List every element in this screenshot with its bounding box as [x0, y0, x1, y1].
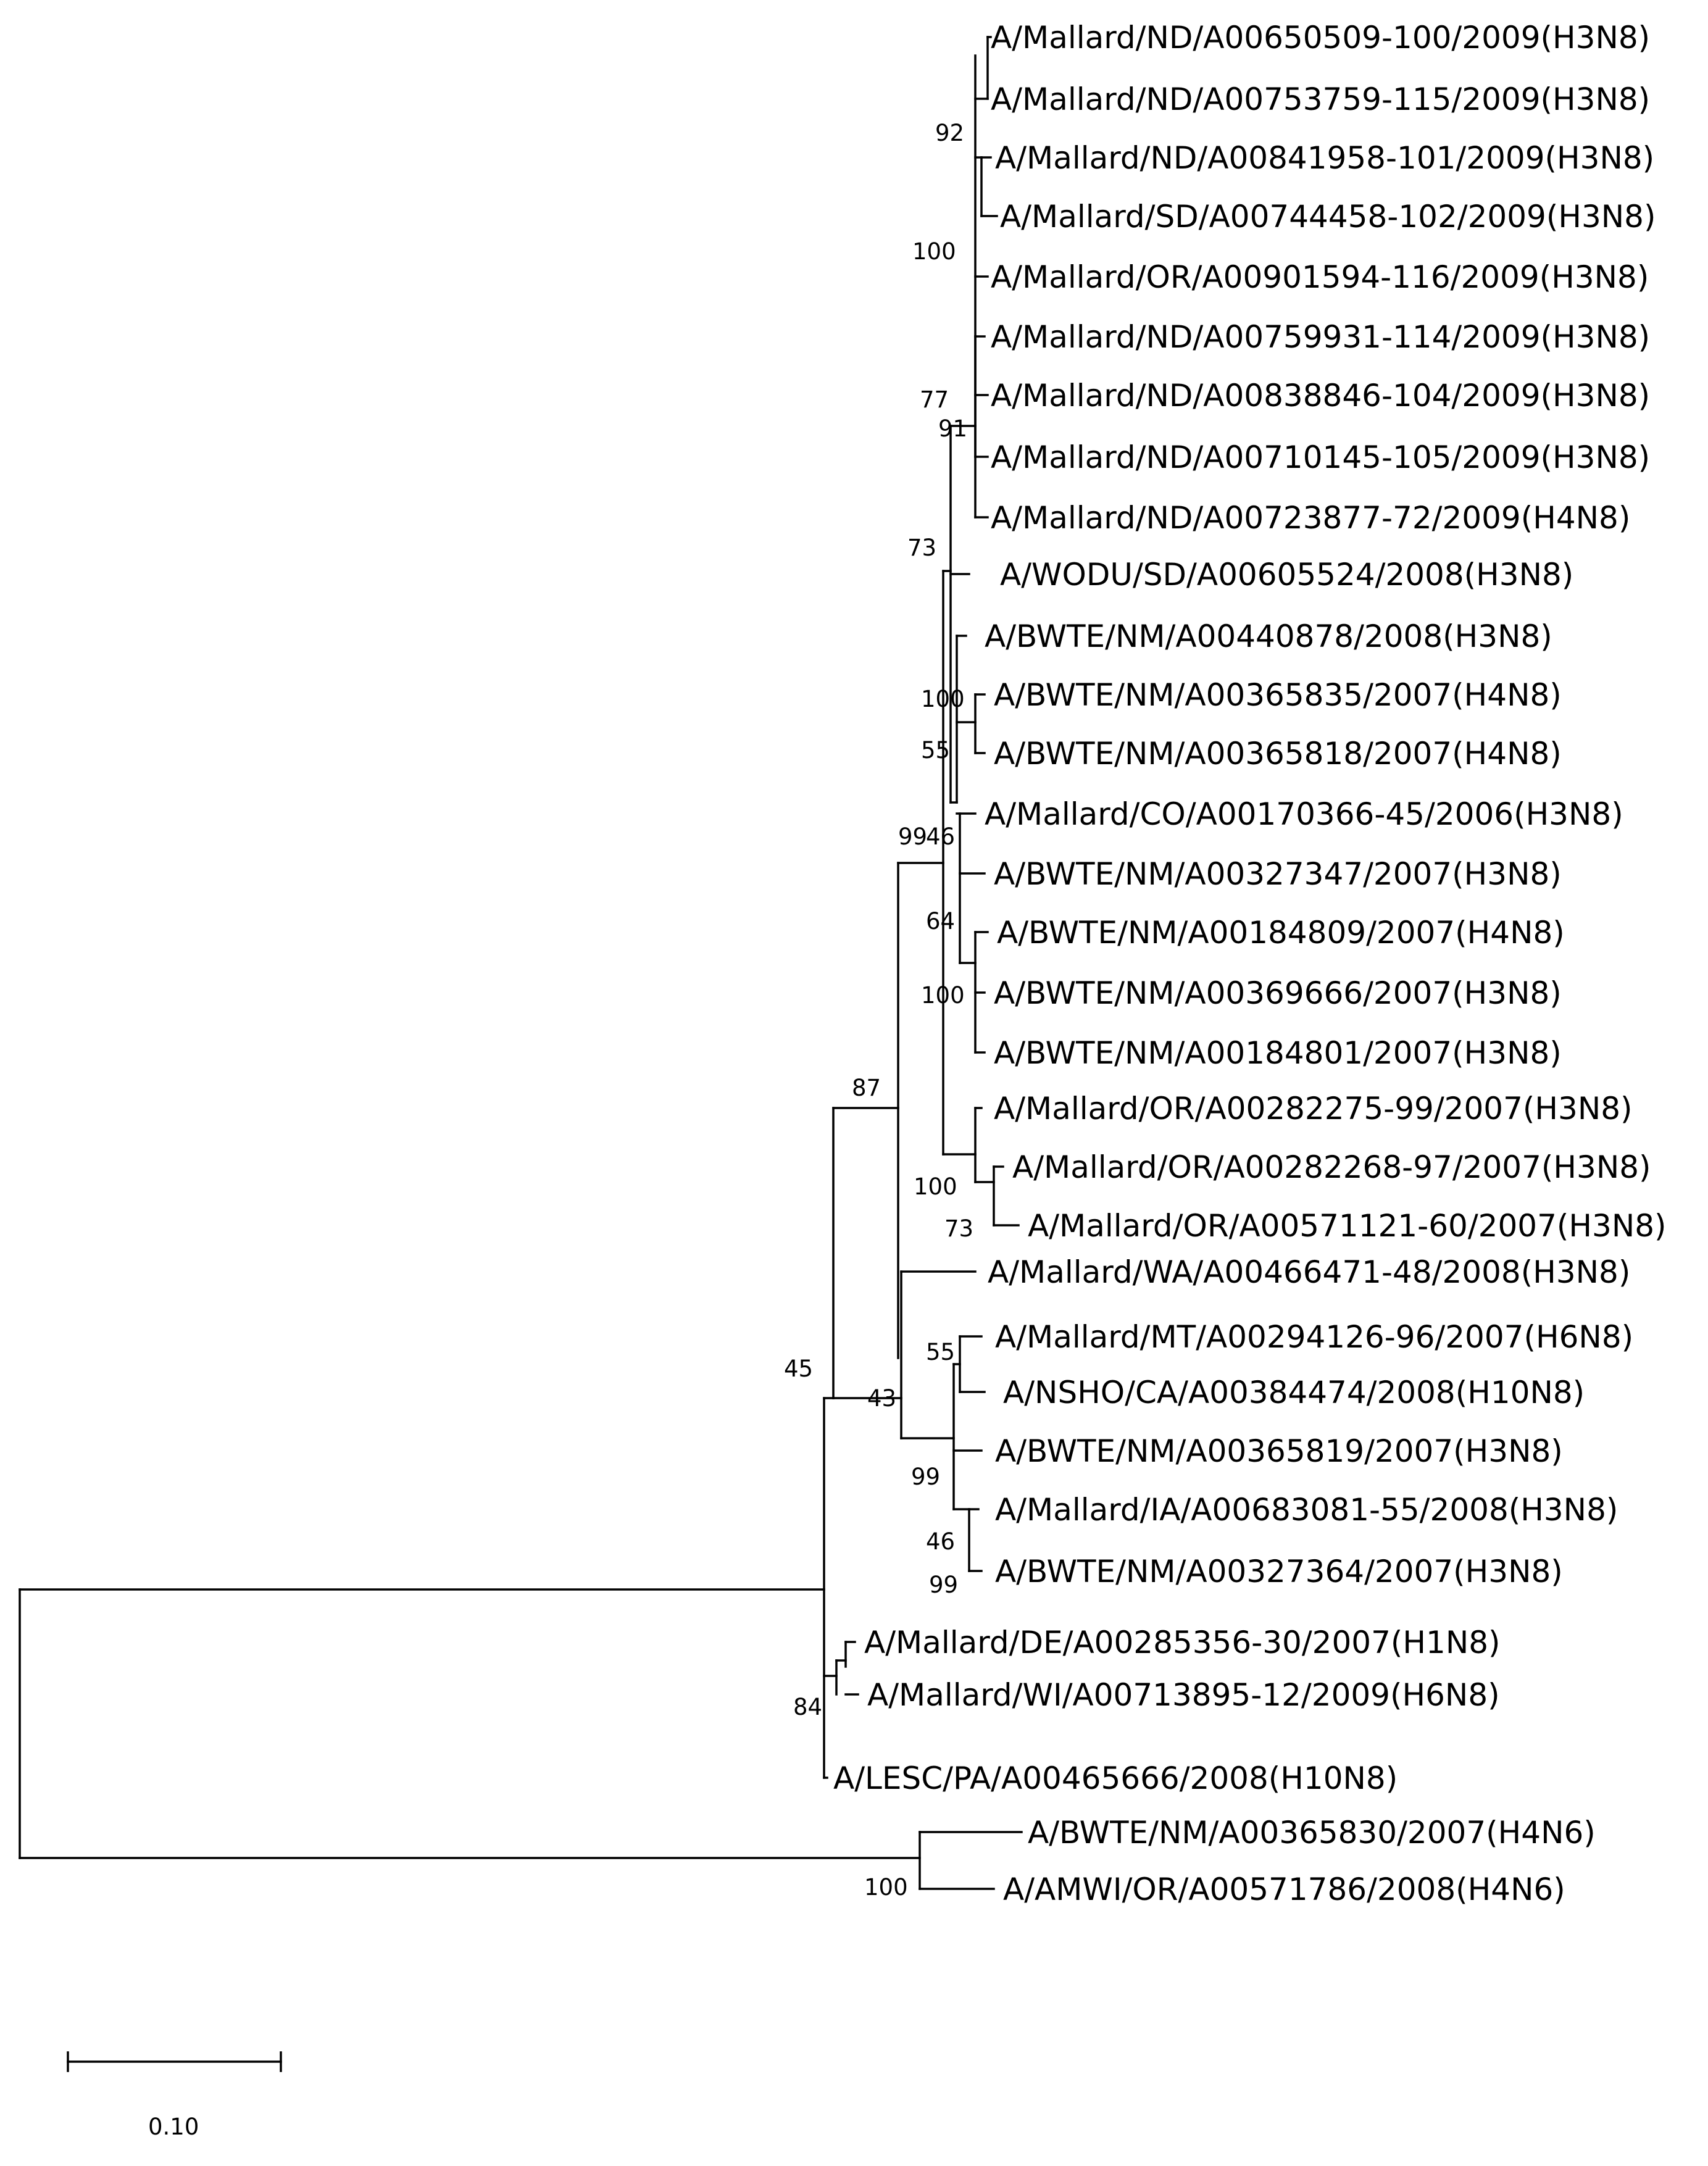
taxon-label: A/NSHO/CA/A00384474/2008(H10N8) [1003, 1375, 1585, 1410]
taxon-label: A/LESC/PA/A00465666/2008(H10N8) [833, 1760, 1398, 1796]
bootstrap-value: 46 [926, 823, 955, 850]
bootstrap-value: 91 [938, 415, 967, 442]
bootstrap-value: 64 [926, 908, 955, 935]
taxon-label: A/Mallard/WA/A00466471-48/2008(H3N8) [988, 1254, 1630, 1290]
taxon-label: A/Mallard/OR/A00282268-97/2007(H3N8) [1012, 1149, 1651, 1185]
taxon-label: A/Mallard/OR/A00901594-116/2009(H3N8) [991, 259, 1649, 295]
bootstrap-value: 77 [920, 386, 949, 413]
taxon-label: A/Mallard/CO/A00170366-45/2006(H3N8) [985, 796, 1623, 832]
tree-branches [19, 36, 1023, 1890]
taxon-label: A/BWTE/NM/A00365835/2007(H4N8) [994, 677, 1562, 713]
taxon-label: A/Mallard/MT/A00294126-96/2007(H6N8) [995, 1319, 1633, 1355]
bootstrap-value: 87 [852, 1075, 881, 1101]
scale-bar-label: 0.10 [148, 2114, 199, 2140]
bootstrap-value: 100 [921, 982, 965, 1009]
bootstrap-value: 84 [793, 1694, 822, 1720]
taxon-label: A/Mallard/ND/A00723877-72/2009(H4N8) [991, 500, 1630, 536]
bootstrap-value: 100 [921, 686, 965, 712]
taxon-label: A/BWTE/NM/A00365818/2007(H4N8) [994, 736, 1562, 772]
taxon-label: A/AMWI/OR/A00571786/2008(H4N6) [1003, 1872, 1565, 1907]
taxon-label: A/BWTE/NM/A00184809/2007(H4N8) [997, 915, 1565, 951]
bootstrap-value: 100 [914, 1173, 957, 1200]
bootstrap-value: 55 [926, 1339, 955, 1365]
scale-bar: 0.10 [67, 2051, 282, 2140]
bootstrap-value: 43 [867, 1385, 896, 1412]
taxon-label: A/Mallard/OR/A00571121-60/2007(H3N8) [1028, 1208, 1667, 1244]
taxon-label: A/Mallard/DE/A00285356-30/2007(H1N8) [864, 1625, 1501, 1660]
taxon-label: A/BWTE/NM/A00365830/2007(H4N6) [1028, 1815, 1596, 1851]
bootstrap-value: 46 [926, 1528, 955, 1555]
taxon-label: A/BWTE/NM/A00369666/2007(H3N8) [994, 975, 1562, 1011]
taxon-label: A/WODU/SD/A00605524/2008(H3N8) [1000, 557, 1573, 593]
taxon-label: A/BWTE/NM/A00365819/2007(H3N8) [995, 1433, 1563, 1469]
taxon-label: A/Mallard/WI/A00713895-12/2009(H6N8) [867, 1677, 1500, 1713]
taxon-label: A/Mallard/OR/A00282275-99/2007(H3N8) [994, 1091, 1633, 1127]
bootstrap-value: 99 [911, 1464, 940, 1490]
bootstrap-value: 73 [944, 1215, 973, 1242]
bootstrap-value: 73 [907, 535, 936, 561]
taxon-label: A/BWTE/NM/A00440878/2008(H3N8) [985, 619, 1552, 654]
bootstrap-values: 92 100 77 91 73 100 55 99 46 64 100 87 1… [784, 120, 973, 1901]
taxon-label: A/Mallard/ND/A00753759-115/2009(H3N8) [991, 81, 1650, 117]
taxon-label: A/Mallard/ND/A00710145-105/2009(H3N8) [991, 439, 1650, 475]
taxon-label: A/BWTE/NM/A00327347/2007(H3N8) [994, 856, 1562, 892]
taxon-label: A/BWTE/NM/A00327364/2007(H3N8) [995, 1554, 1563, 1589]
taxon-labels: A/Mallard/ND/A00650509-100/2009(H3N8) A/… [833, 20, 1667, 1907]
taxon-label: A/Mallard/SD/A00744458-102/2009(H3N8) [1000, 199, 1656, 235]
taxon-label: A/Mallard/ND/A00759931-114/2009(H3N8) [991, 319, 1650, 355]
bootstrap-value: 92 [935, 120, 964, 146]
taxon-label: A/Mallard/ND/A00650509-100/2009(H3N8) [991, 20, 1650, 56]
taxon-label: A/Mallard/IA/A00683081-55/2008(H3N8) [995, 1492, 1618, 1528]
taxon-label: A/Mallard/ND/A00838846-104/2009(H3N8) [991, 378, 1650, 414]
taxon-label: A/BWTE/NM/A00184801/2007(H3N8) [994, 1035, 1562, 1071]
bootstrap-value: 45 [784, 1356, 813, 1382]
bootstrap-value: 100 [912, 238, 956, 265]
bootstrap-value: 100 [864, 1874, 908, 1901]
bootstrap-value: 99 [929, 1572, 958, 1598]
bootstrap-value: 55 [921, 737, 950, 764]
taxon-label: A/Mallard/ND/A00841958-101/2009(H3N8) [995, 140, 1654, 176]
bootstrap-value: 99 [898, 823, 927, 850]
